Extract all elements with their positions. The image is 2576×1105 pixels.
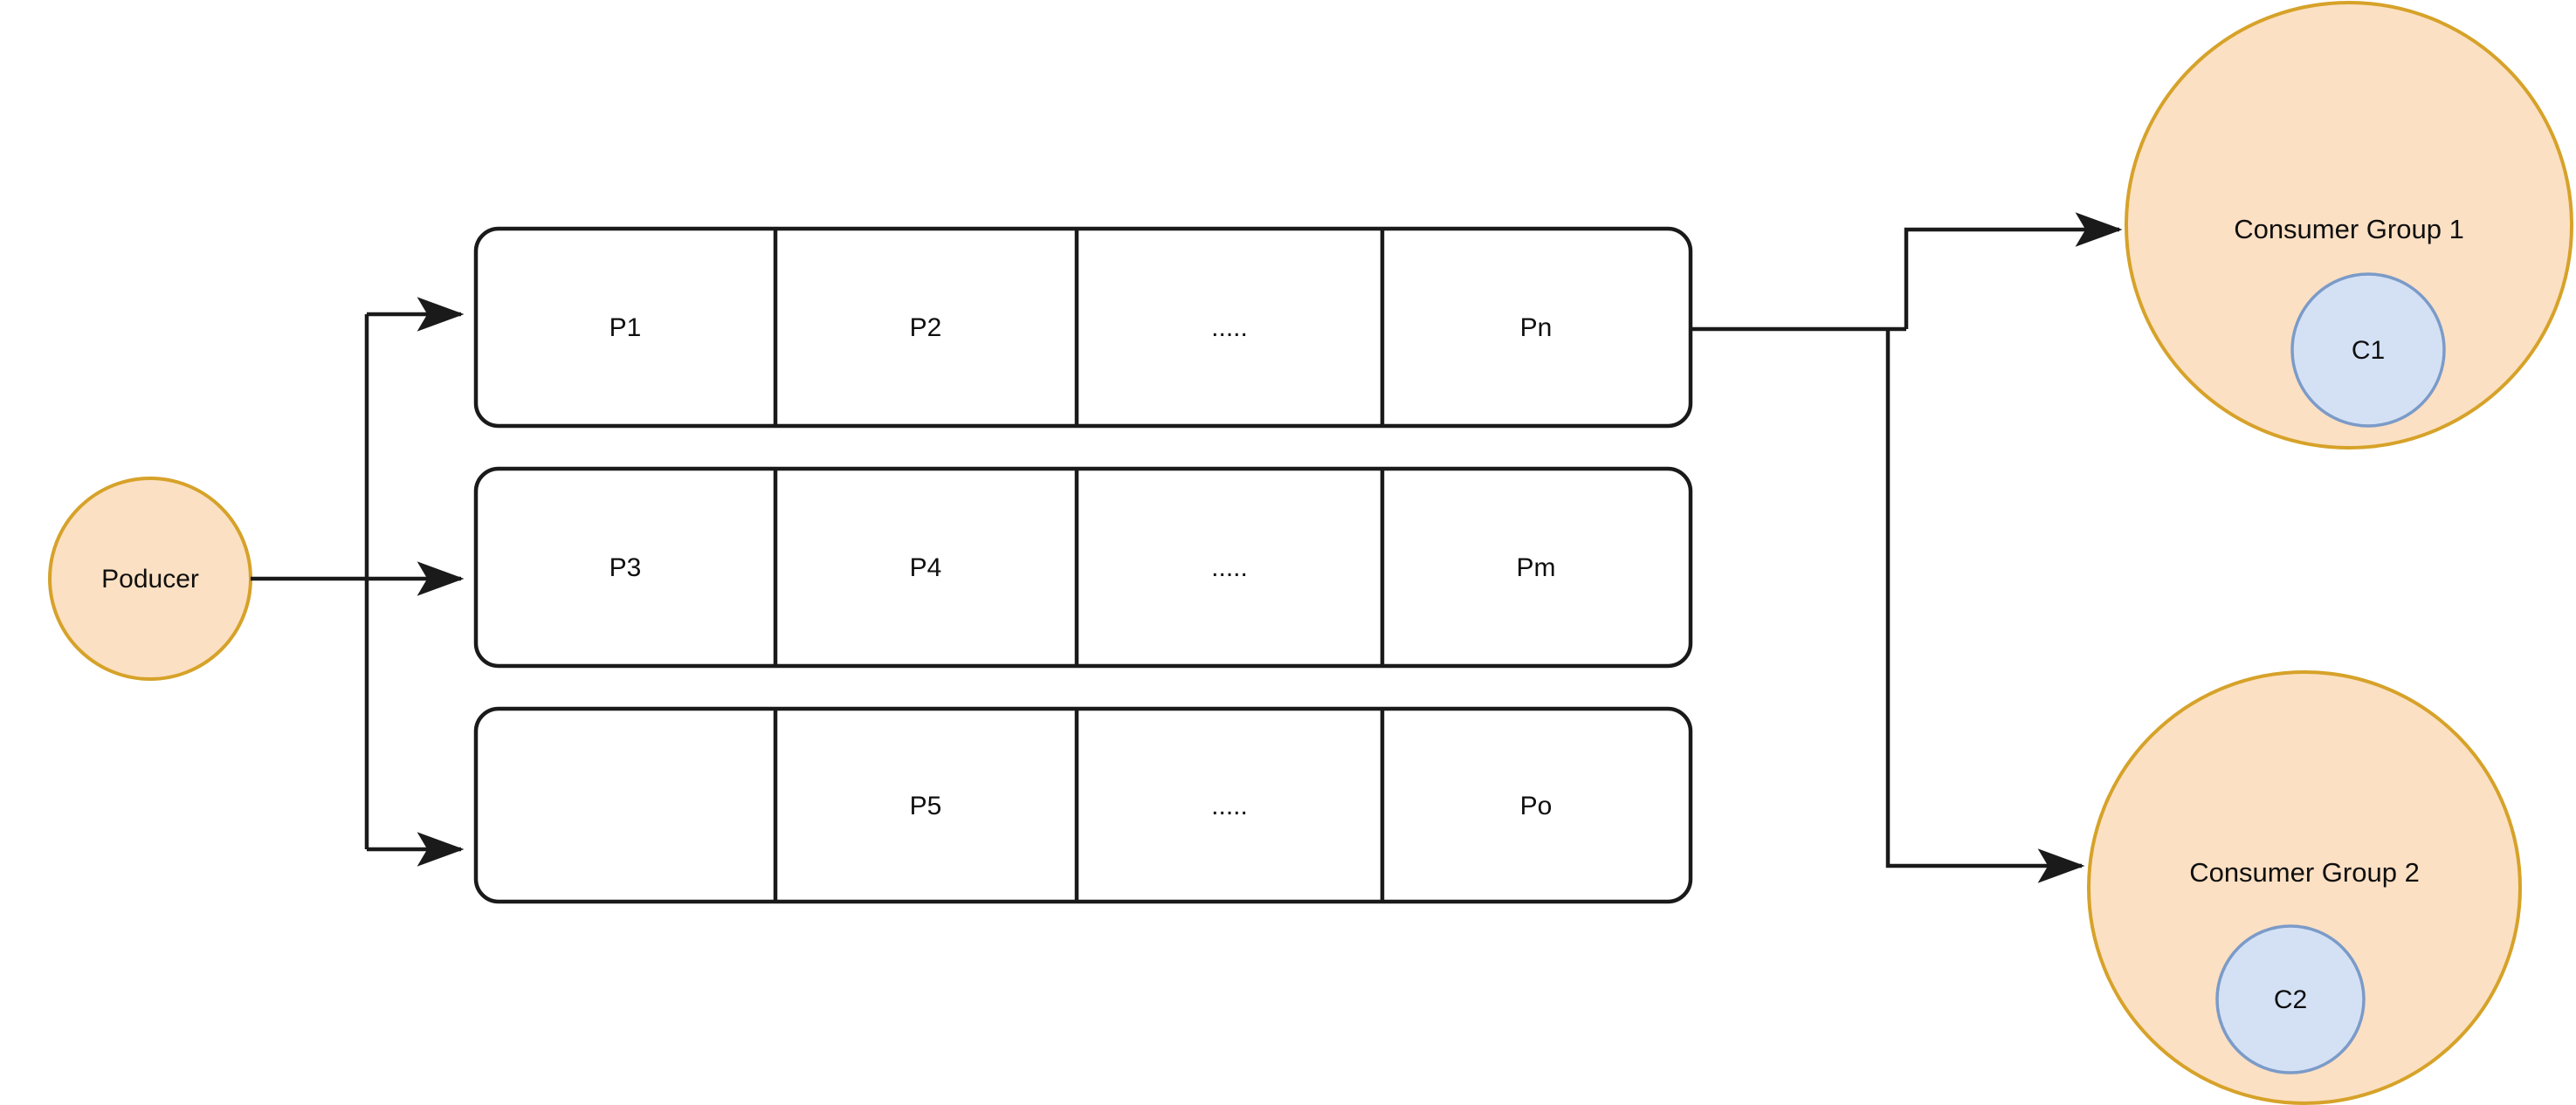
partition-cell: P5 [910, 792, 942, 820]
edge-to-consumer-group-2 [1885, 329, 2085, 883]
consumer-group-2[interactable]: Consumer Group 2 C2 [2087, 670, 2522, 1105]
consumer-edges [1691, 212, 2123, 883]
partition-row-1[interactable]: P1 P2 ..... Pn [473, 226, 1693, 429]
partition-cell: ..... [1211, 313, 1248, 342]
consumer-group-2-label: Consumer Group 2 [2189, 857, 2420, 888]
consumer-c2-label: C2 [2274, 985, 2307, 1014]
partition-cell: P4 [910, 553, 942, 582]
partition-row-2-box[interactable] [473, 466, 1693, 669]
partition-cell: Po [1520, 792, 1553, 820]
partition-row-3-box[interactable] [473, 706, 1693, 904]
producer-label: Poducer [101, 565, 199, 594]
partition-cell: ..... [1211, 553, 1248, 582]
partition-cell: P2 [910, 313, 942, 342]
consumer-group-1-circle[interactable] [2125, 1, 2573, 450]
producer-node[interactable]: Poducer [48, 477, 252, 681]
consumer-c2-circle[interactable] [2215, 924, 2366, 1074]
producer-edges [251, 297, 465, 867]
consumer-group-1-label: Consumer Group 1 [2234, 214, 2464, 244]
partition-cell: Pn [1520, 313, 1553, 342]
partition-cell: P3 [610, 553, 642, 582]
partition-cell: P1 [610, 313, 642, 342]
partition-cell: ..... [1211, 792, 1248, 820]
partition-row-3[interactable]: P5 ..... Po [473, 706, 1693, 904]
consumer-group-1[interactable]: Consumer Group 1 C1 [2125, 1, 2573, 450]
consumer-c1-circle[interactable] [2290, 272, 2446, 428]
partition-cell: Pm [1517, 553, 1556, 582]
consumer-c1-label: C1 [2352, 336, 2385, 365]
partition-row-2[interactable]: P3 P4 ..... Pm [473, 466, 1693, 669]
edge-to-consumer-group-1 [1904, 212, 2123, 329]
partition-row-1-box[interactable] [473, 226, 1693, 429]
consumer-group-2-circle[interactable] [2087, 670, 2522, 1105]
